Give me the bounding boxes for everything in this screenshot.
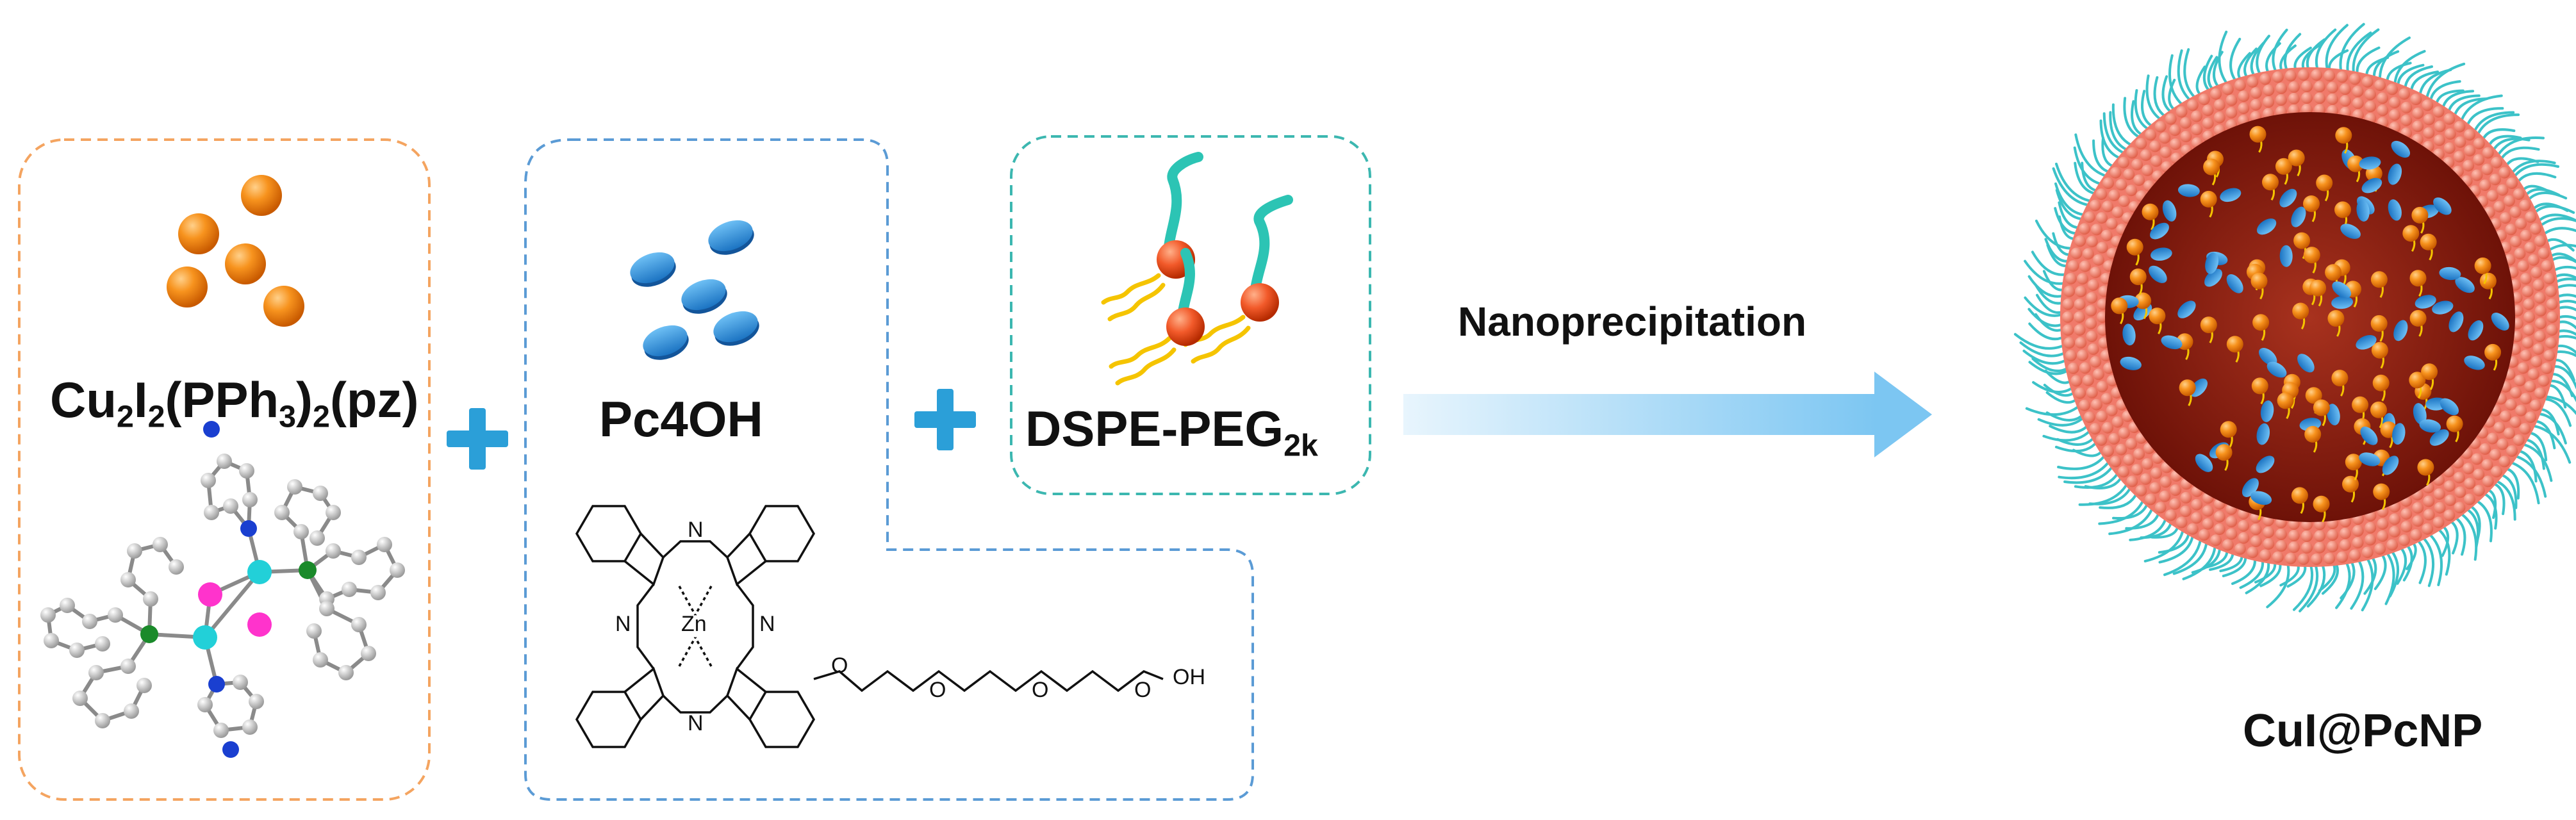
nanoprecipitation-label: Nanoprecipitation <box>1458 299 1807 345</box>
svg-text:N: N <box>759 612 775 636</box>
plus-icon <box>447 408 508 470</box>
pc4oh-structure: Zn N N N N O O O O OH <box>575 505 1205 748</box>
cui-pcnp-label: CuI@PcNP <box>2243 705 2483 757</box>
svg-text:O: O <box>929 678 946 702</box>
cu-complex-box <box>18 138 431 801</box>
pc4oh-box <box>524 138 1254 801</box>
cu-complex-label: Cu2I2(PPh3)2(pz) <box>50 372 419 434</box>
svg-text:OH: OH <box>1173 665 1205 689</box>
arrow-icon <box>1403 372 1932 457</box>
svg-text:O: O <box>1032 678 1048 702</box>
pc4oh-label: Pc4OH <box>599 391 763 447</box>
lipid-icon <box>1101 152 1293 386</box>
dspe-peg-label: DSPE-PEG2k <box>1025 400 1318 463</box>
plus-icon <box>914 389 976 450</box>
svg-text:O: O <box>831 653 848 678</box>
svg-text:O: O <box>1134 678 1151 702</box>
blue-disc-icon <box>630 220 759 360</box>
svg-text:N: N <box>688 518 704 542</box>
dspe-box <box>1010 135 1371 495</box>
cu-crystal-structure <box>40 421 405 758</box>
svg-text:Zn: Zn <box>681 612 707 636</box>
nanoparticle-icon <box>2013 22 2576 612</box>
svg-text:N: N <box>688 711 704 735</box>
orange-sphere-icon <box>167 175 304 327</box>
svg-text:N: N <box>615 612 631 636</box>
